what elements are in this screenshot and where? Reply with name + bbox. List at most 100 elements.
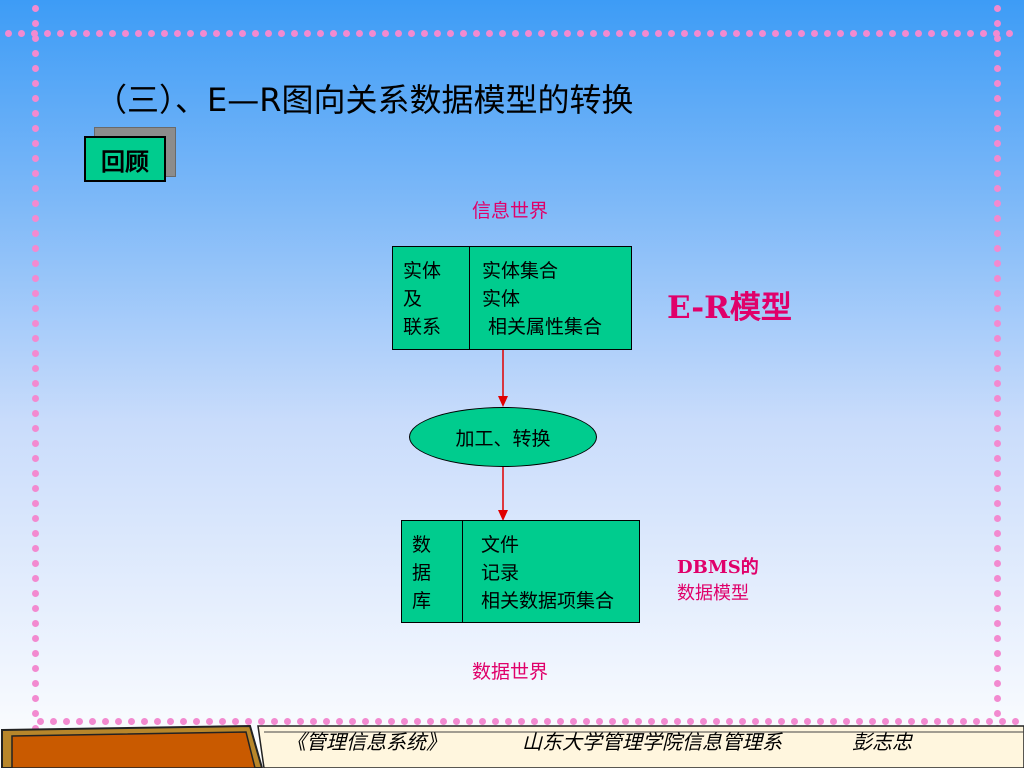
- border-dot: [994, 530, 1001, 537]
- footer-banner: [1, 724, 1024, 768]
- review-button[interactable]: 回顾: [84, 136, 166, 182]
- border-dot: [994, 80, 1001, 87]
- border-dot: [804, 718, 811, 725]
- border-dot: [32, 485, 39, 492]
- border-dot: [473, 30, 480, 37]
- border-dot: [362, 718, 369, 725]
- db-box-right: 文件 记录 相关数据项集合: [463, 521, 614, 622]
- border-dot: [32, 20, 39, 27]
- border-dot: [941, 30, 948, 37]
- border-dot: [583, 718, 590, 725]
- border-dot: [76, 718, 83, 725]
- border-dot: [994, 680, 1001, 687]
- border-dot: [733, 30, 740, 37]
- border-dot: [421, 30, 428, 37]
- border-dot: [32, 80, 39, 87]
- border-dot: [739, 718, 746, 725]
- er-model-text: E-R模型: [667, 290, 792, 326]
- footer-dept: 山东大学管理学院信息管理系: [522, 730, 782, 754]
- border-dot: [994, 5, 1001, 12]
- border-dot: [778, 718, 785, 725]
- border-dot: [453, 718, 460, 725]
- border-dot: [994, 620, 1001, 627]
- border-dot: [661, 718, 668, 725]
- border-dot: [32, 305, 39, 312]
- db-left-line: 据: [412, 562, 432, 584]
- db-right-line: 相关数据项集合: [481, 590, 615, 612]
- border-dot: [369, 30, 376, 37]
- border-dot: [284, 718, 291, 725]
- border-dot: [252, 30, 259, 37]
- border-dot: [32, 530, 39, 537]
- border-dot: [994, 50, 1001, 57]
- border-dot: [32, 200, 39, 207]
- border-dot: [32, 605, 39, 612]
- border-dot: [5, 30, 12, 37]
- border-dot: [557, 718, 564, 725]
- border-dot: [408, 30, 415, 37]
- border-dot: [609, 718, 616, 725]
- border-dot: [622, 718, 629, 725]
- border-dot: [499, 30, 506, 37]
- border-dot: [32, 365, 39, 372]
- border-dot: [32, 650, 39, 657]
- border-dot: [57, 30, 64, 37]
- border-dot: [50, 718, 57, 725]
- border-dot: [915, 30, 922, 37]
- border-dot: [32, 440, 39, 447]
- border-dot: [994, 245, 1001, 252]
- border-dot: [994, 635, 1001, 642]
- border-dot: [44, 30, 51, 37]
- border-dot: [512, 30, 519, 37]
- border-dot: [994, 455, 1001, 462]
- border-dot: [32, 35, 39, 42]
- border-dot: [973, 718, 980, 725]
- db-box-left: 数 据 库: [402, 521, 463, 622]
- border-dot: [32, 230, 39, 237]
- border-dot: [336, 718, 343, 725]
- border-dot: [994, 305, 1001, 312]
- border-dot: [994, 35, 1001, 42]
- border-dot: [551, 30, 558, 37]
- border-dot: [980, 30, 987, 37]
- border-dot: [994, 695, 1001, 702]
- border-dot: [687, 718, 694, 725]
- border-dot: [668, 30, 675, 37]
- border-dot: [570, 718, 577, 725]
- border-dot: [994, 20, 1001, 27]
- border-dot: [32, 575, 39, 582]
- border-dot: [32, 515, 39, 522]
- border-dot: [70, 30, 77, 37]
- border-dot: [830, 718, 837, 725]
- border-dot: [994, 395, 1001, 402]
- border-dot: [564, 30, 571, 37]
- border-dot: [843, 718, 850, 725]
- border-dot: [32, 500, 39, 507]
- border-dot: [590, 30, 597, 37]
- border-dot: [994, 410, 1001, 417]
- border-dot: [994, 65, 1001, 72]
- border-dot: [32, 245, 39, 252]
- er-right-line: 实体集合: [482, 260, 559, 282]
- border-dot: [694, 30, 701, 37]
- border-dot: [32, 545, 39, 552]
- arrow-head-bottom: [498, 510, 508, 521]
- border-dot: [681, 30, 688, 37]
- border-dot: [538, 30, 545, 37]
- er-right-line: 实体: [482, 288, 521, 310]
- border-dot: [994, 290, 1001, 297]
- border-dot: [128, 718, 135, 725]
- border-dot: [434, 30, 441, 37]
- border-dot: [32, 65, 39, 72]
- border-dot: [291, 30, 298, 37]
- border-dot: [863, 30, 870, 37]
- border-dot: [994, 170, 1001, 177]
- border-dot: [89, 718, 96, 725]
- border-dot: [102, 718, 109, 725]
- border-dot: [785, 30, 792, 37]
- slide-title: （三）、E—R图向关系数据模型的转换: [95, 81, 634, 119]
- info-world-label: 信息世界: [472, 200, 549, 222]
- border-dot: [32, 395, 39, 402]
- border-dot: [32, 5, 39, 12]
- er-left-line: 联系: [403, 316, 442, 338]
